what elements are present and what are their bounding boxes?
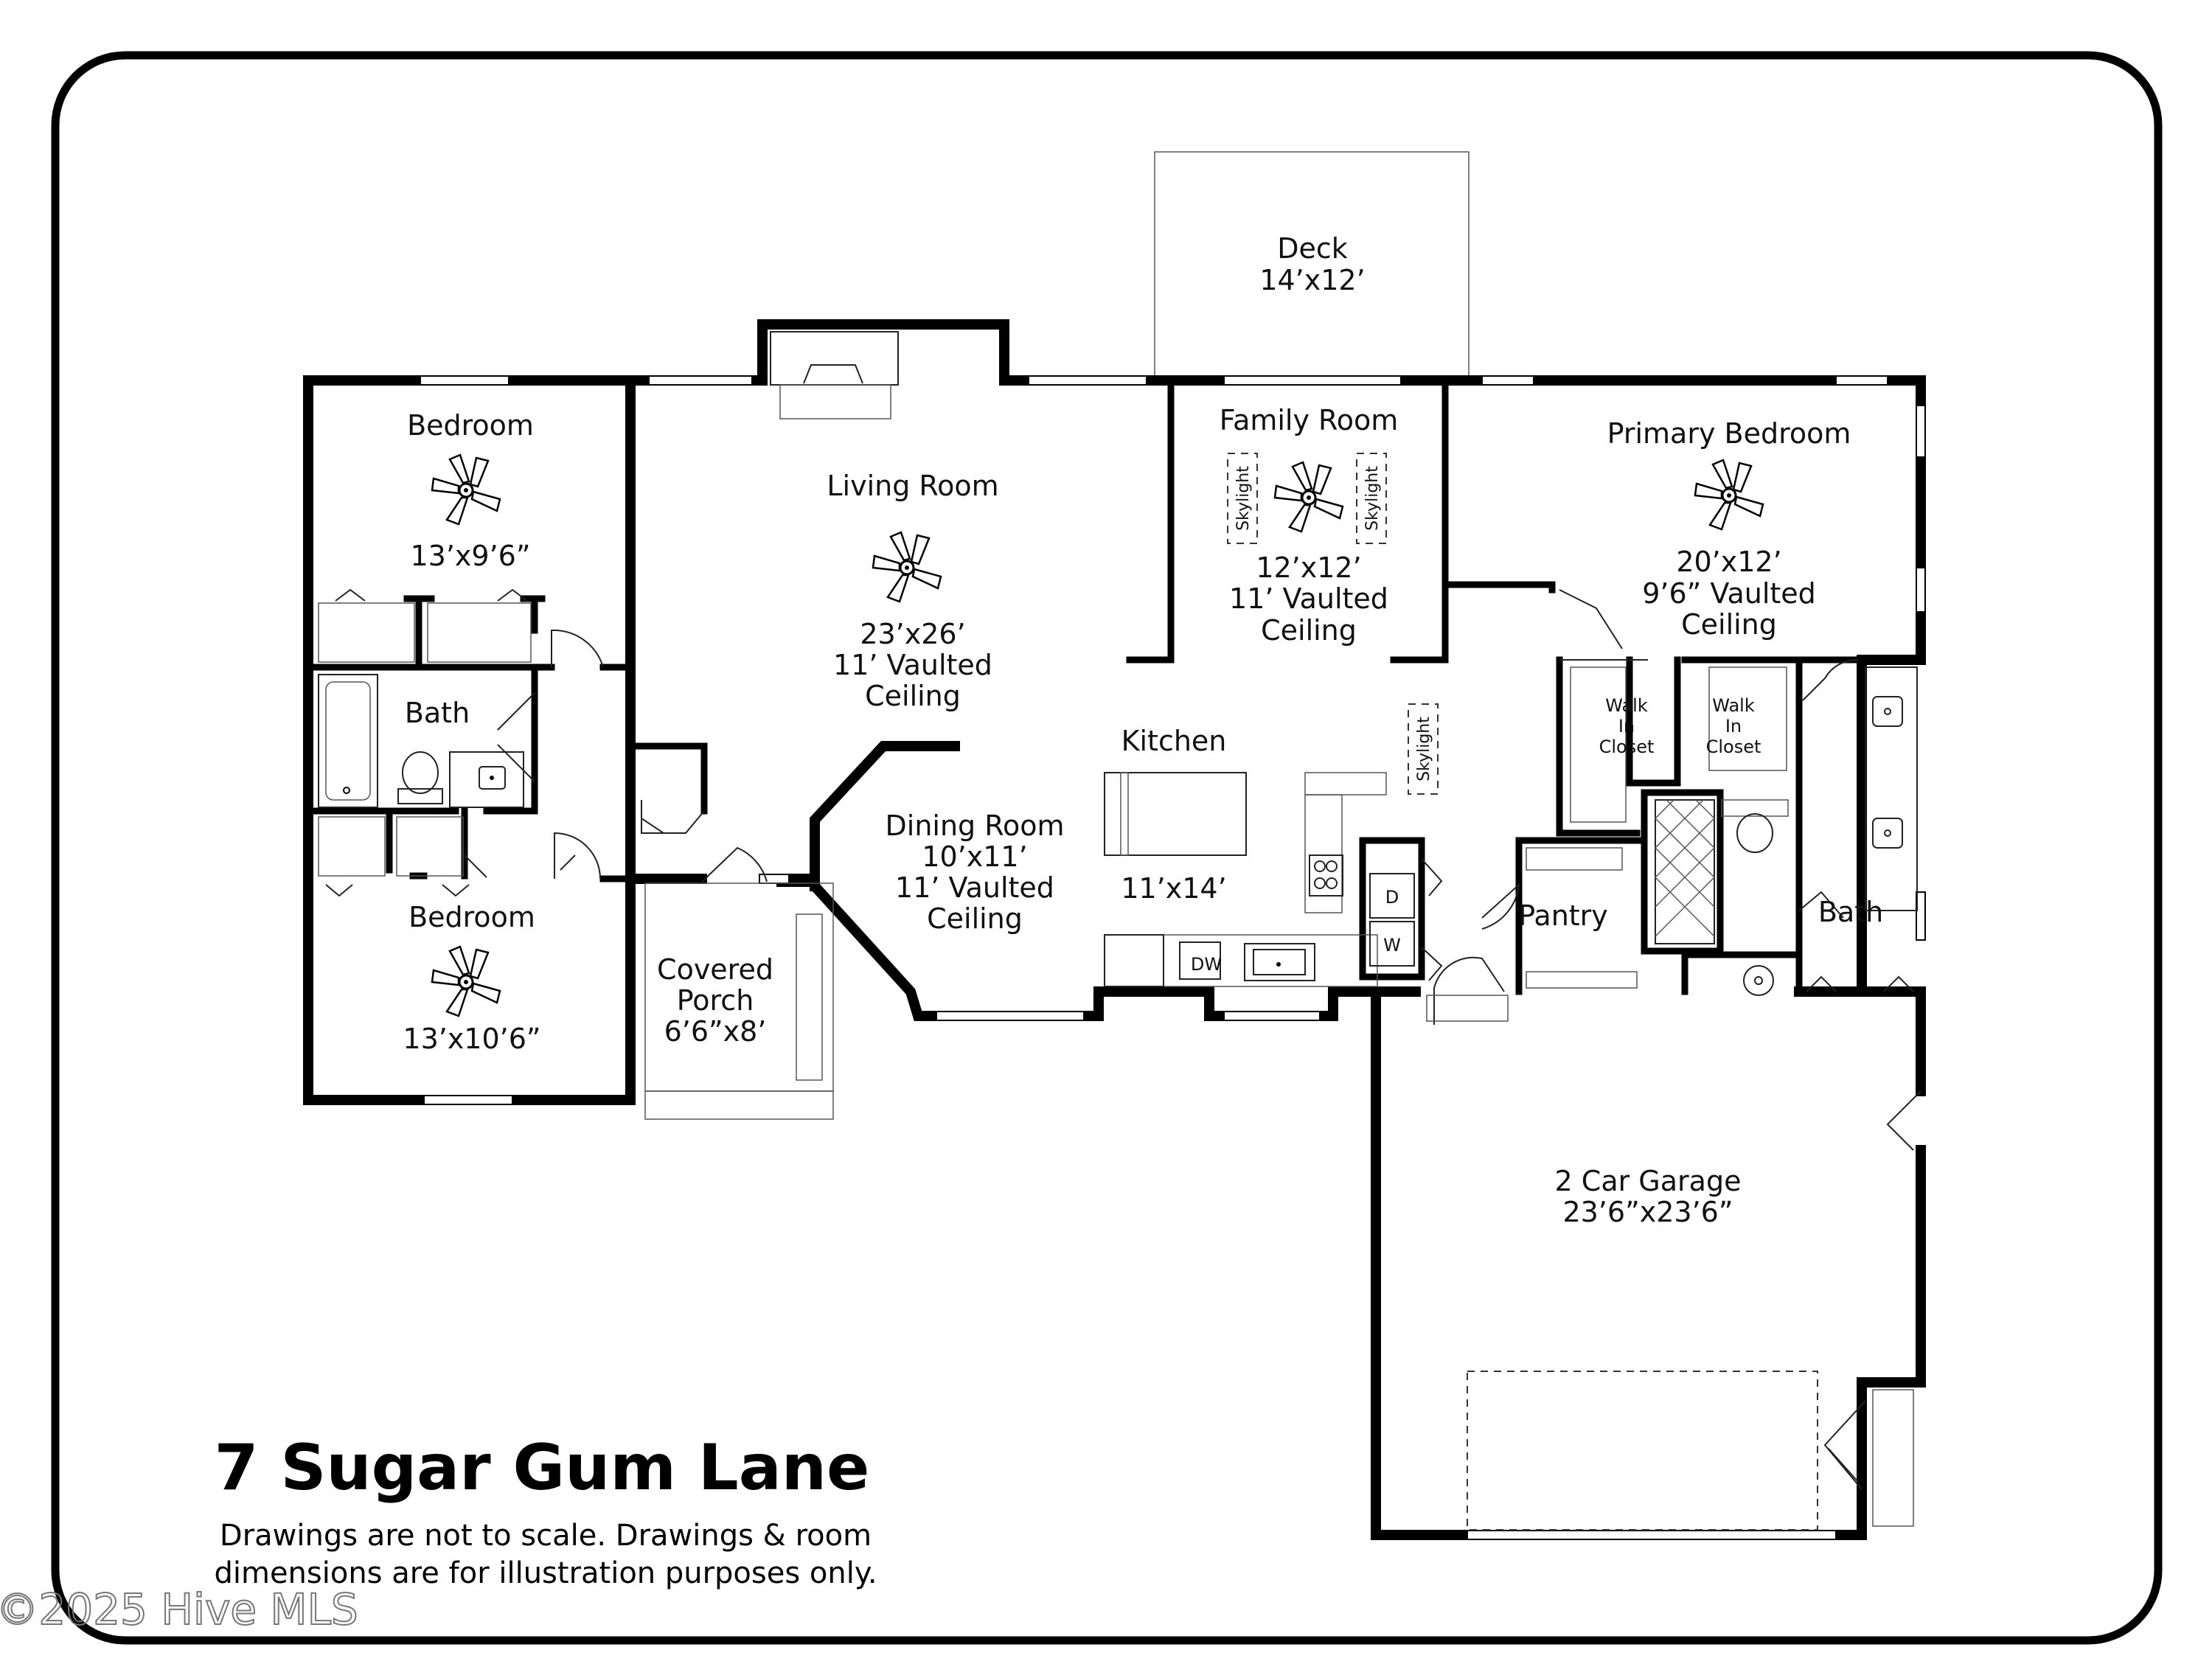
porch-line1: Covered bbox=[657, 953, 773, 986]
primary-suite-fixtures bbox=[1481, 589, 1918, 996]
ceiling-fan-icon bbox=[431, 453, 501, 526]
primary-ceiling2: Ceiling bbox=[1681, 608, 1777, 641]
skylight-label-3: Skylight bbox=[1415, 717, 1433, 781]
disclaimer-line1: Drawings are not to scale. Drawings & ro… bbox=[220, 1519, 872, 1553]
bedroom2-size: 13’x10’6” bbox=[403, 1023, 540, 1055]
room-labels: Deck 14’x12’ Bedroom 13’x9’6” Living Roo… bbox=[403, 232, 1883, 1228]
kitchen-fixtures bbox=[1104, 772, 1387, 987]
bath1-name: Bath bbox=[405, 697, 470, 729]
skylights: Skylight Skylight Skylight bbox=[1227, 453, 1439, 795]
family-ceiling1: 11’ Vaulted bbox=[1229, 582, 1388, 615]
closet1-line3: Closet bbox=[1599, 737, 1655, 757]
family-size: 12’x12’ bbox=[1256, 551, 1361, 584]
porch-size: 6’6”x8’ bbox=[664, 1015, 767, 1048]
closet2-line2: In bbox=[1725, 716, 1742, 737]
ceiling-fan-icon bbox=[1694, 459, 1764, 531]
garage-name: 2 Car Garage bbox=[1555, 1165, 1742, 1197]
bedroom2-name: Bedroom bbox=[408, 901, 535, 933]
property-title: 7 Sugar Gum Lane bbox=[215, 1431, 870, 1505]
closet2-line3: Closet bbox=[1706, 737, 1761, 757]
primary-ceiling1: 9’6” Vaulted bbox=[1642, 577, 1816, 610]
porch-line2: Porch bbox=[677, 984, 754, 1017]
deck-name: Deck bbox=[1277, 232, 1348, 265]
dryer-label: D bbox=[1385, 887, 1399, 908]
exterior-walls bbox=[303, 319, 1926, 1540]
living-size: 23’x26’ bbox=[860, 618, 965, 650]
kitchen-name: Kitchen bbox=[1121, 725, 1227, 757]
closet2-line1: Walk bbox=[1712, 695, 1755, 716]
bedroom1-name: Bedroom bbox=[407, 409, 534, 442]
disclaimer-line2: dimensions are for illustration purposes… bbox=[214, 1556, 877, 1590]
living-name: Living Room bbox=[827, 470, 998, 502]
ceiling-fan-icon bbox=[872, 531, 942, 603]
skylight-label-2: Skylight bbox=[1363, 466, 1382, 531]
garage-size: 23’6”x23’6” bbox=[1562, 1196, 1733, 1228]
living-ceiling2: Ceiling bbox=[865, 680, 961, 712]
bath2-name: Bath bbox=[1818, 896, 1883, 928]
ceiling-fan-icon bbox=[431, 945, 501, 1017]
dining-size: 10’x11’ bbox=[922, 840, 1027, 873]
porch-steps bbox=[644, 882, 834, 1120]
dishwasher-label: DW bbox=[1191, 954, 1222, 975]
family-ceiling2: Ceiling bbox=[1261, 614, 1357, 647]
closet1-line1: Walk bbox=[1605, 695, 1648, 716]
dining-name: Dining Room bbox=[886, 810, 1065, 842]
doors-left bbox=[464, 629, 768, 882]
deck-size: 14’x12’ bbox=[1259, 264, 1365, 296]
dining-ceiling1: 11’ Vaulted bbox=[895, 871, 1054, 904]
laundry bbox=[1369, 858, 1509, 1025]
garage-features bbox=[1467, 1090, 1921, 1531]
family-name: Family Room bbox=[1220, 404, 1399, 436]
watermark: ©2025 Hive MLS bbox=[0, 1584, 358, 1635]
primary-name: Primary Bedroom bbox=[1607, 417, 1851, 450]
living-ceiling1: 11’ Vaulted bbox=[833, 649, 992, 681]
kitchen-size: 11’x14’ bbox=[1121, 872, 1226, 905]
windows bbox=[420, 375, 1926, 1540]
interior-walls bbox=[305, 377, 1865, 995]
washer-label: W bbox=[1383, 935, 1401, 955]
bath1-fixtures bbox=[318, 588, 532, 897]
skylight-label-1: Skylight bbox=[1234, 466, 1253, 531]
pantry-name: Pantry bbox=[1518, 899, 1608, 932]
ceiling-fan-icon bbox=[1273, 461, 1344, 533]
fireplace bbox=[770, 331, 899, 420]
primary-size: 20’x12’ bbox=[1676, 546, 1781, 578]
bedroom1-size: 13’x9’6” bbox=[410, 540, 530, 572]
page-border bbox=[51, 51, 2163, 1645]
dining-ceiling2: Ceiling bbox=[927, 902, 1023, 935]
closet1-line2: In bbox=[1618, 716, 1635, 737]
